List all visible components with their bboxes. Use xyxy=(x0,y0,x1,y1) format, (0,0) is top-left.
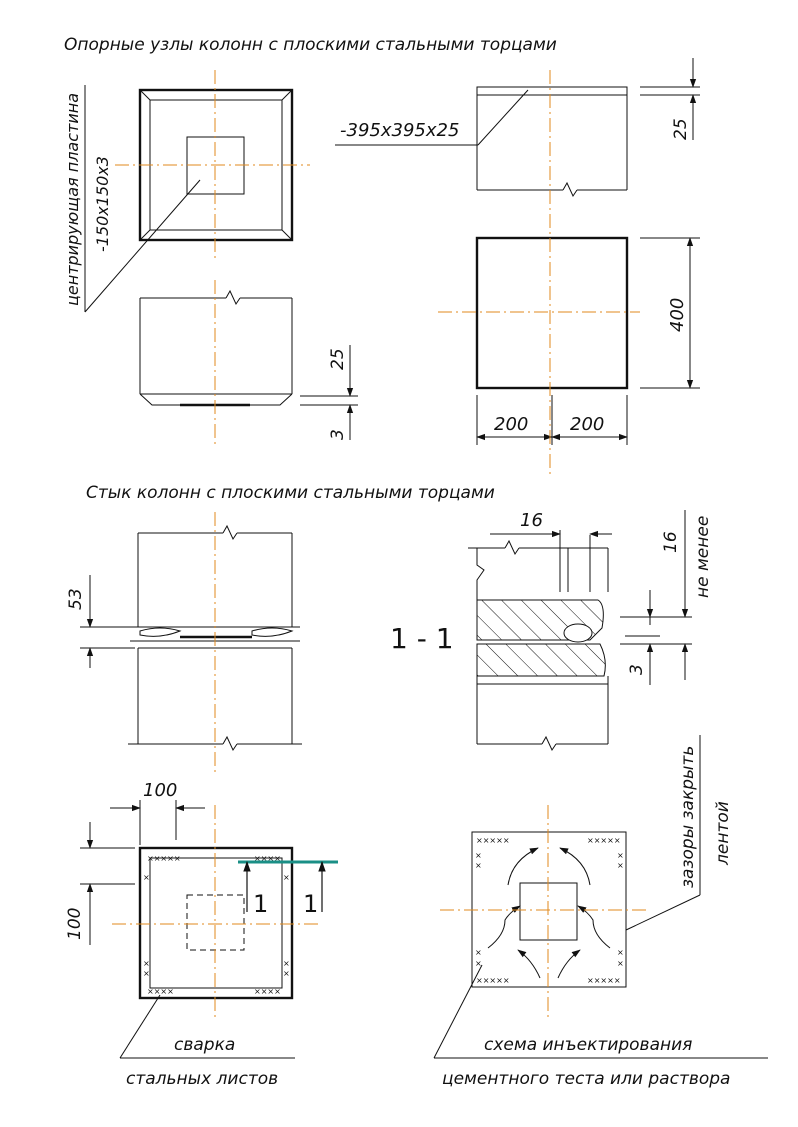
plate-thickness-value: 25 xyxy=(671,118,691,140)
plate-size-dim: 400 xyxy=(667,298,688,332)
welding-plan: ××××× ×××× ×××× ×××× × × × × × × xyxy=(138,846,294,1000)
gaps-leader xyxy=(625,735,701,931)
svg-text:×××××: ××××× xyxy=(476,976,510,985)
plate-spec-leader xyxy=(335,89,529,146)
svg-text:×: × xyxy=(475,861,482,870)
section-width-dim: 16 xyxy=(520,510,543,531)
svg-text:×××××: ××××× xyxy=(476,836,510,845)
weld-width-dim: 100 xyxy=(143,780,177,801)
svg-text:×: × xyxy=(143,959,150,968)
svg-text:×: × xyxy=(283,959,290,968)
column-base-elevation xyxy=(139,289,293,407)
svg-text:××××: ×××× xyxy=(254,987,281,996)
svg-text:×: × xyxy=(475,959,482,968)
joint-gap-dim xyxy=(80,575,135,668)
plate-plan-dims xyxy=(476,237,700,445)
injection-label: схема инъектирования xyxy=(484,1035,692,1055)
weld-dims xyxy=(80,800,205,945)
base-dimensions xyxy=(300,345,358,440)
center-axes xyxy=(112,70,650,1020)
centering-plate-leader xyxy=(84,85,201,313)
injection-leader xyxy=(433,964,768,1059)
joint-gap-value: 53 xyxy=(66,588,86,610)
injection-label-2: цементного теста или раствора xyxy=(442,1069,730,1089)
section-depth-dim: 16 xyxy=(661,531,681,553)
plate-plan xyxy=(475,236,629,390)
plate-side-view xyxy=(476,86,628,198)
base-height-dim: 25 xyxy=(328,348,348,370)
svg-text:×: × xyxy=(475,851,482,860)
title-column-joint: Стык колонн с плоскими стальными торцами xyxy=(86,483,495,503)
centering-plate-size-label: -150х150х3 xyxy=(93,156,112,252)
injection-arrows xyxy=(487,847,611,979)
svg-text:×: × xyxy=(617,861,624,870)
welding-label-2: стальных листов xyxy=(126,1069,278,1089)
welding-leader xyxy=(119,994,295,1059)
svg-text:××××: ×××× xyxy=(147,987,174,996)
plate-thickness-dim xyxy=(640,58,700,140)
section-dims xyxy=(490,510,692,685)
base-gap-dim: 3 xyxy=(328,429,348,440)
weld-height-dim: 100 xyxy=(65,908,85,940)
svg-text:×: × xyxy=(617,948,624,957)
svg-text:×: × xyxy=(617,959,624,968)
svg-text:×: × xyxy=(617,851,624,860)
gaps-label: зазоры закрыть xyxy=(678,746,698,888)
plate-spec-label: -395х395х25 xyxy=(340,120,459,141)
svg-text:××××: ×××× xyxy=(254,854,281,863)
section-1-1 xyxy=(468,535,609,752)
centering-plate-label: центрирующая пластина xyxy=(63,93,82,306)
cut-label-right: 1 xyxy=(303,890,318,918)
gaps-label-2: лентой xyxy=(713,801,733,866)
section-gap-dim: 3 xyxy=(627,664,647,675)
svg-text:×: × xyxy=(143,969,150,978)
section-cut-marker xyxy=(238,860,338,912)
half-left-dim: 200 xyxy=(494,414,528,435)
section-mark: 1 - 1 xyxy=(390,622,454,655)
svg-text:×: × xyxy=(143,873,150,882)
cut-label-left: 1 xyxy=(253,890,268,918)
welding-label: сварка xyxy=(174,1035,235,1055)
half-right-dim: 200 xyxy=(570,414,604,435)
svg-text:×: × xyxy=(475,948,482,957)
svg-text:×: × xyxy=(283,873,290,882)
svg-text:×: × xyxy=(283,969,290,978)
svg-text:×××××: ××××× xyxy=(587,976,621,985)
svg-text:×××××: ××××× xyxy=(587,836,621,845)
gap-min-label: не менее xyxy=(693,516,713,598)
title-support-nodes: Опорные узлы колонн с плоскими стальными… xyxy=(64,35,557,55)
svg-text:×××××: ××××× xyxy=(147,854,181,863)
